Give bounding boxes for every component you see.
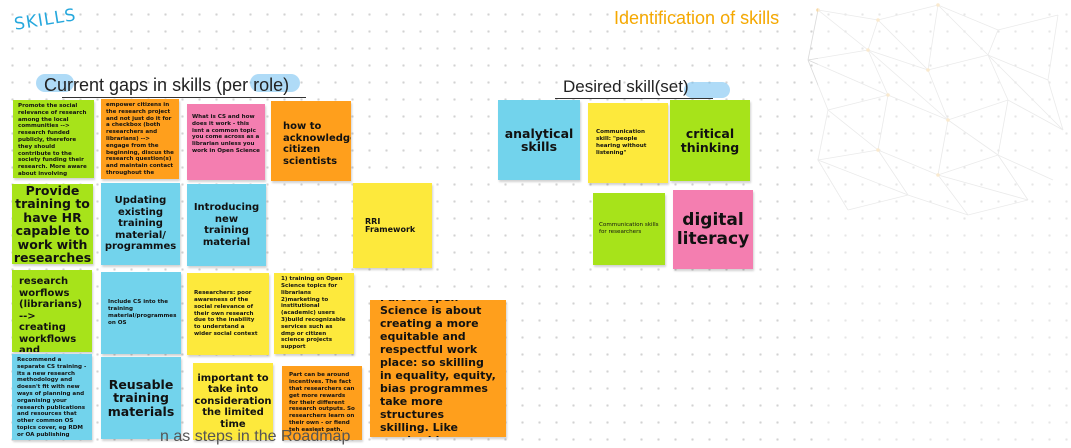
sticky-note[interactable]: Recommend a separate CS training - its a… xyxy=(12,354,92,440)
sticky-note[interactable]: important to take into consideration the… xyxy=(193,363,273,440)
sticky-note[interactable]: Reusable training materials xyxy=(101,357,181,439)
sticky-note[interactable]: Promote the social relevance of research… xyxy=(13,100,94,178)
roadmap-caption: n as steps in the Roadmap xyxy=(160,428,351,445)
heading-desired-skillset: Desired skill(set) xyxy=(563,77,689,96)
sticky-note[interactable]: digital literacy xyxy=(673,190,753,269)
board-title-identification: Identification of skills xyxy=(614,8,780,28)
sticky-note[interactable]: What is CS and how does it work - this i… xyxy=(187,104,265,180)
sticky-note[interactable]: Updating existing training material/ pro… xyxy=(101,183,180,265)
highlight-mark xyxy=(36,74,74,92)
sticky-note[interactable]: Introducing new training material xyxy=(187,184,266,266)
sticky-note[interactable]: how to acknowledge citizen scientists xyxy=(271,101,351,181)
sticky-note[interactable]: 1) training on Open Science topics for l… xyxy=(274,273,354,354)
sticky-note[interactable]: Part can be around incentives. The fact … xyxy=(282,366,362,440)
sticky-note[interactable]: empower citizens in the research project… xyxy=(101,99,179,179)
sticky-note[interactable]: Communication skill: "people hearing wit… xyxy=(588,103,668,183)
sticky-note[interactable]: Include CS into the training material/pr… xyxy=(101,272,181,354)
highlight-mark xyxy=(250,74,300,92)
sticky-note[interactable]: RRI Framework xyxy=(353,183,432,268)
sticky-note[interactable]: critical thinking xyxy=(670,100,750,181)
sticky-note[interactable]: Part of Open Science is about creating a… xyxy=(370,300,506,437)
highlight-mark xyxy=(684,82,730,98)
geometric-mesh-decoration xyxy=(807,3,1064,216)
right-canvas-area xyxy=(818,0,1071,448)
heading-current-gaps: Current gaps in skills (per role) xyxy=(44,75,290,95)
board-title-skills: SKILLS xyxy=(12,5,78,35)
heading-underline xyxy=(62,97,306,98)
sticky-note[interactable]: Provide training to have HR capable to w… xyxy=(12,184,93,264)
sticky-note[interactable]: research worflows (librarians) --> creat… xyxy=(12,270,92,352)
heading-underline xyxy=(555,98,713,99)
sticky-note[interactable]: Researchers: poor awareness of the socia… xyxy=(187,273,269,355)
sticky-note[interactable]: analytical skills xyxy=(498,100,580,180)
sticky-note[interactable]: Communication skills for researchers xyxy=(593,193,665,265)
